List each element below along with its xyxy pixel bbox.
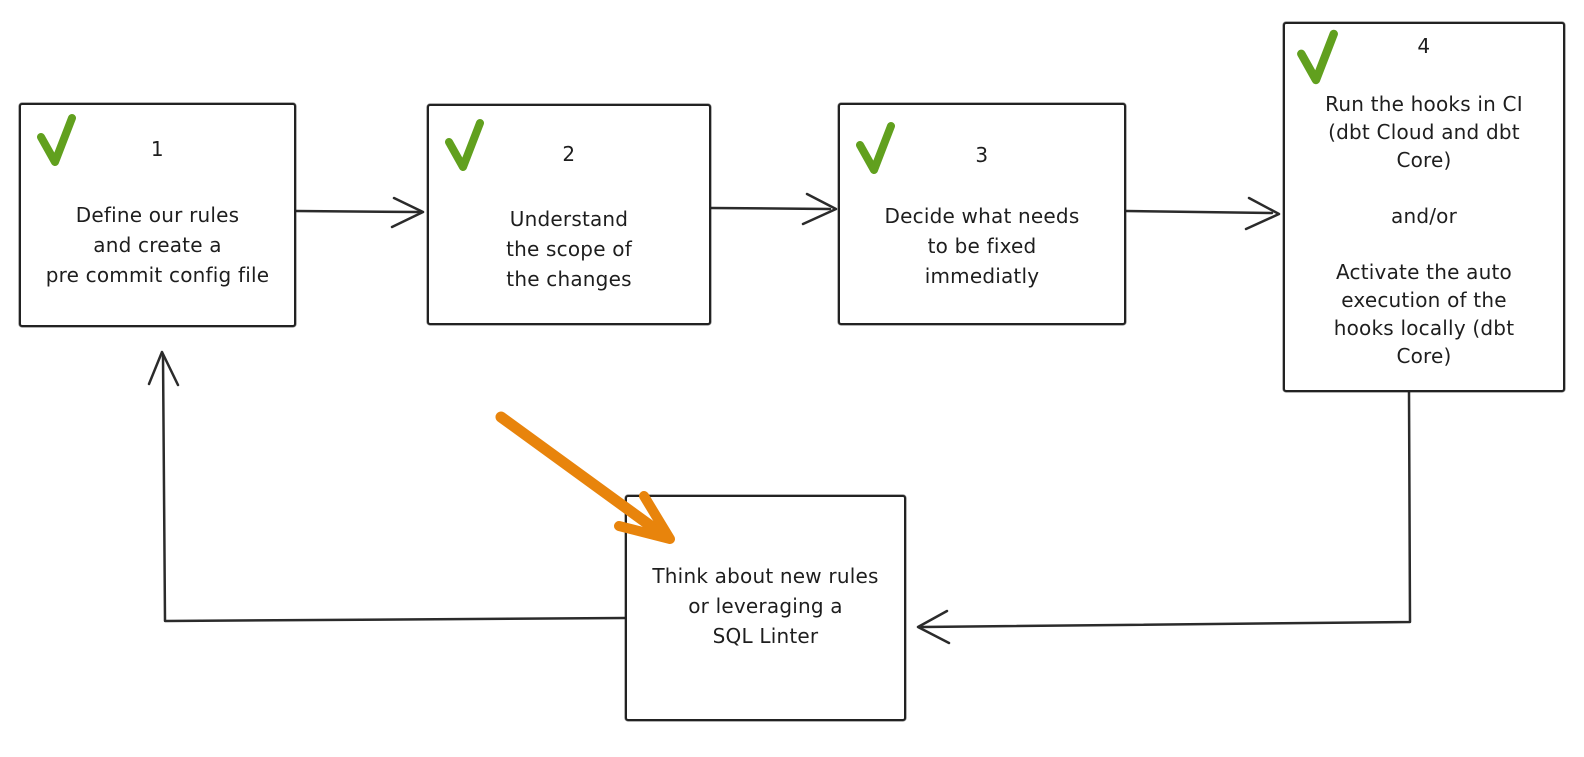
step-text: Run the hooks in CI (dbt Cloud and dbt C… [1325,92,1523,368]
node-step-2: 2 Understand the scope of the changes [427,104,711,325]
step-number: 1 [150,137,165,161]
node-step-4: 4 Run the hooks in CI (dbt Cloud and dbt… [1283,22,1565,392]
arrow-step-2-to-step-3 [709,192,838,226]
arrow-step-4-to-think [916,390,1412,645]
arrow-think-to-step-1 [147,350,627,623]
step-text: Define our rules and create a pre commit… [45,203,270,287]
check-icon [1297,29,1338,85]
arrow-step-1-to-step-2 [294,196,425,229]
node-step-3: 3 Decide what needs to be fixed immediat… [838,103,1126,325]
step-text: Decide what needs to be fixed immediatly [884,204,1080,288]
step-number: 4 [1417,34,1431,58]
arrow-step-3-to-step-4 [1124,196,1281,231]
check-icon [856,122,895,174]
node-step-1: 1 Define our rules and create a pre comm… [19,103,296,327]
step-number: 3 [975,143,989,167]
step-number: 2 [562,142,576,166]
step-text: Understand the scope of the changes [506,207,632,291]
check-icon [37,114,76,166]
step-text: Think about new rules or leveraging a SQ… [652,564,879,648]
node-think-new-rules: Think about new rules or leveraging a SQ… [625,495,906,721]
check-icon [445,119,484,171]
